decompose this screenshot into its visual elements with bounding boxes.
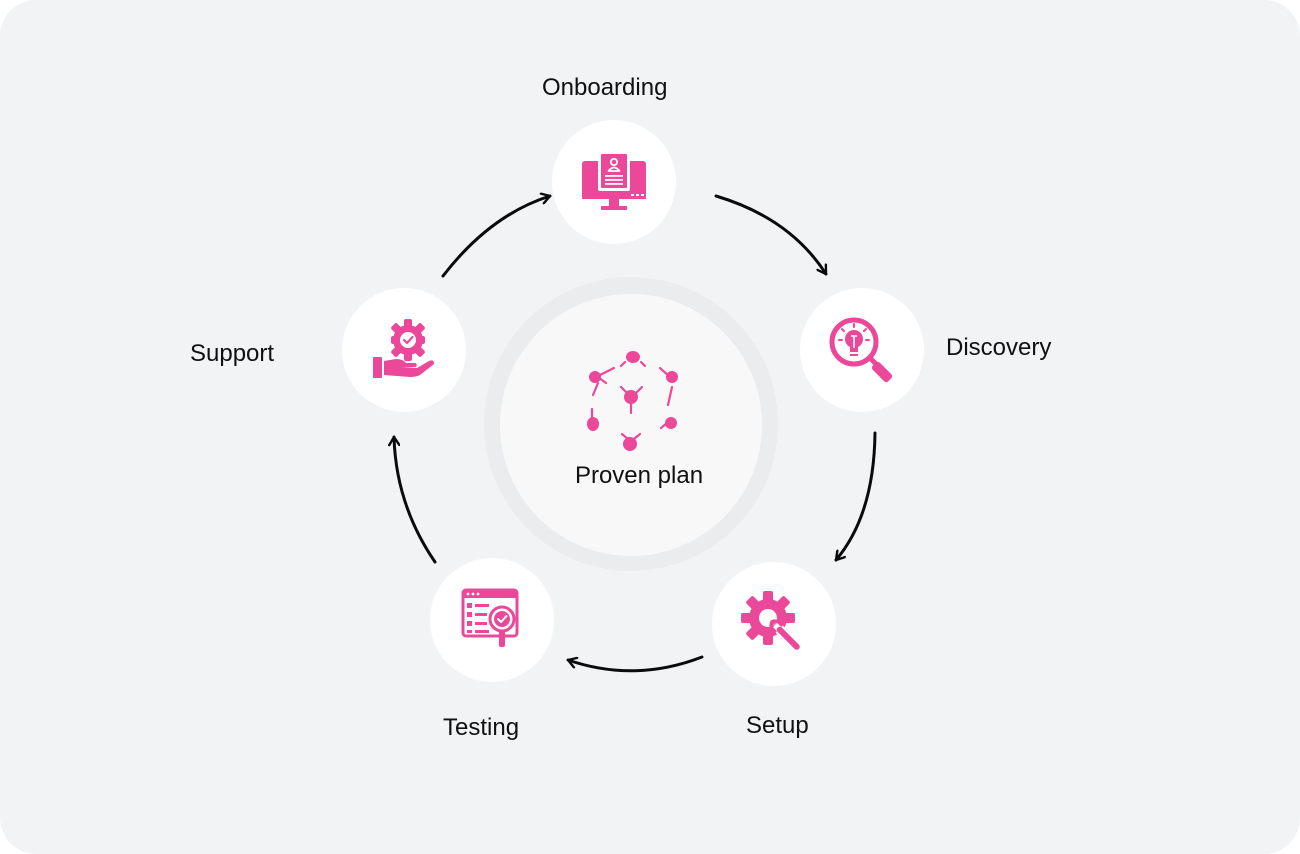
arrow-setup-to-testing	[566, 655, 704, 673]
step-label-discovery: Discovery	[946, 334, 1052, 361]
step-node-setup	[712, 562, 836, 686]
step-node-testing	[430, 558, 554, 682]
center-disc	[500, 294, 762, 556]
hand-gear-icon	[373, 319, 434, 378]
step-label-testing: Testing	[443, 714, 520, 741]
arrow-onboarding-to-discovery	[714, 194, 828, 276]
network-nodes-icon	[587, 351, 678, 451]
center-label: Proven plan	[574, 462, 704, 489]
step-node-onboarding	[552, 120, 676, 244]
gear-wrench-icon	[741, 591, 803, 653]
arrow-discovery-to-setup	[834, 431, 877, 562]
magnifier-lightbulb-icon	[829, 317, 893, 383]
step-label-setup: Setup	[746, 712, 809, 739]
computer-profile-icon	[582, 151, 646, 210]
arrow-support-to-onboarding	[441, 196, 552, 278]
step-node-discovery	[800, 288, 924, 412]
step-node-support	[342, 288, 466, 412]
checklist-magnifier-icon	[461, 588, 519, 647]
step-label-support: Support	[190, 340, 275, 367]
arrow-testing-to-support	[394, 435, 437, 564]
step-label-onboarding: Onboarding	[542, 74, 668, 101]
